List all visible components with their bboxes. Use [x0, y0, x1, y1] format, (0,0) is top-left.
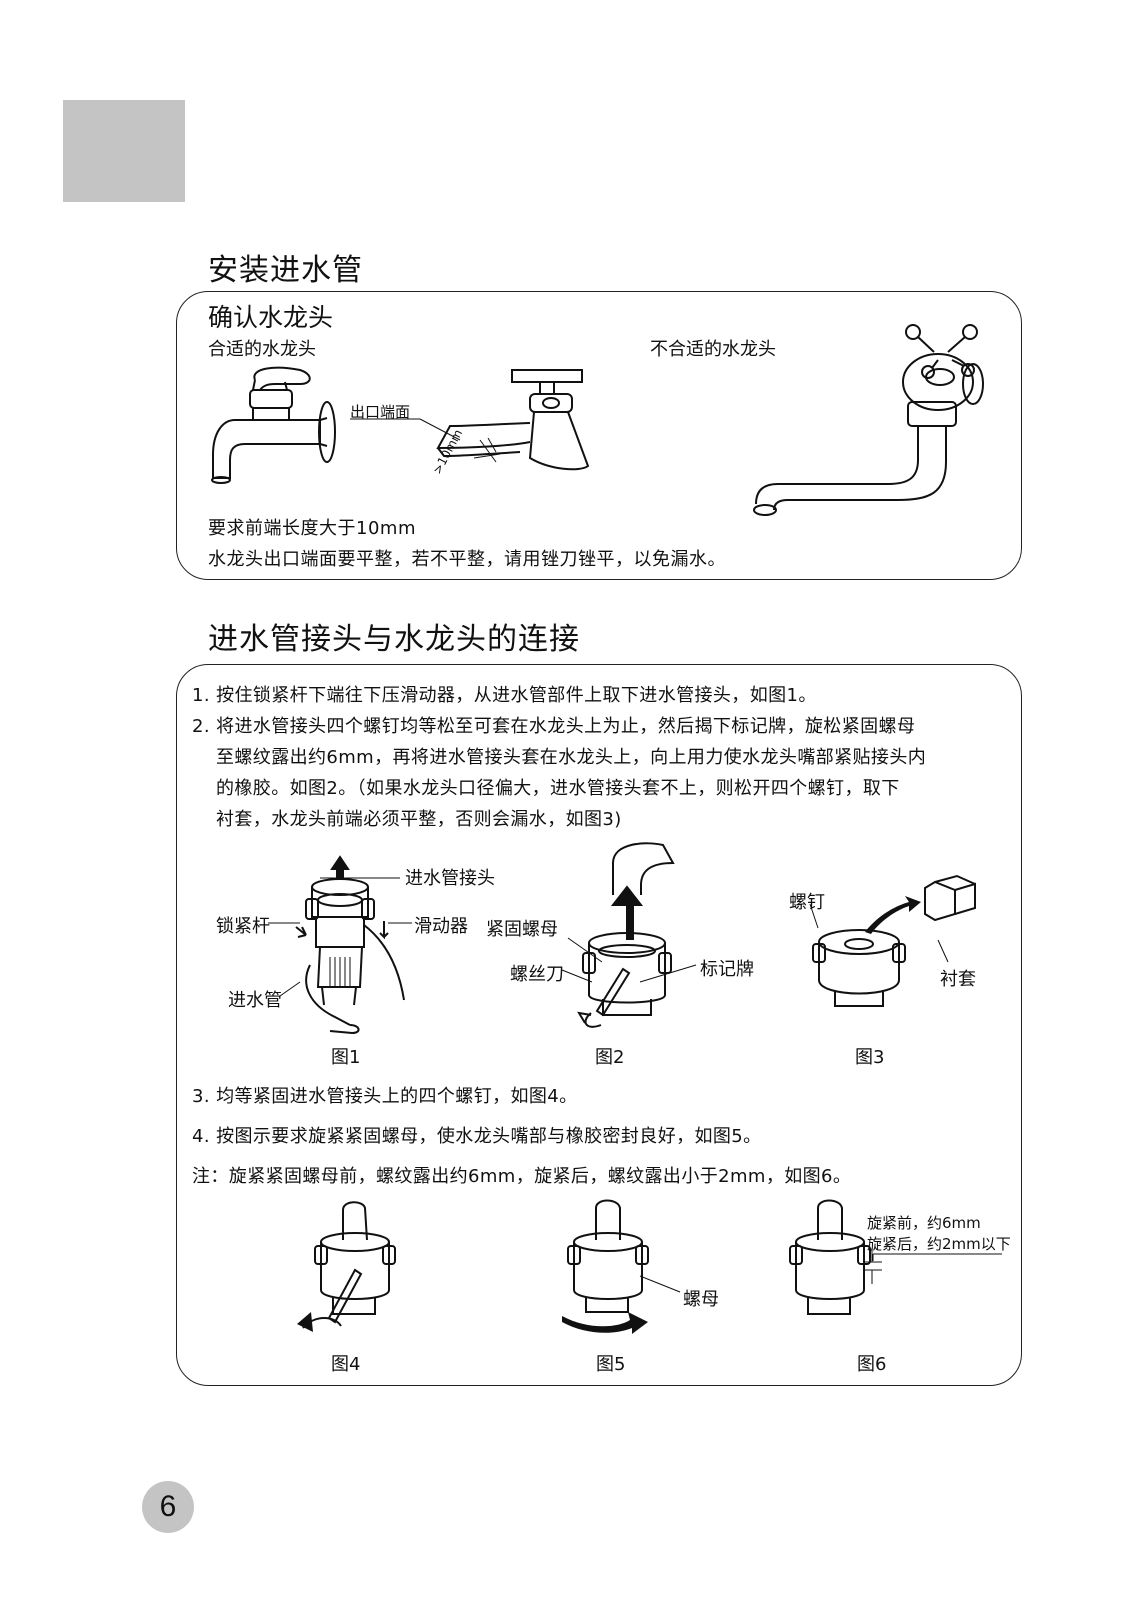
fig6-label-before: 旋紧前，约6mm	[867, 1213, 1011, 1234]
faucet-check-subtitle: 确认水龙头	[208, 298, 333, 334]
step-2-text-cont-3: 衬套，水龙头前端必须平整，否则会漏水，如图3)	[192, 804, 926, 835]
fig2-label-tag: 标记牌	[700, 955, 754, 981]
requirement-flat-text: 水龙头出口端面要平整，若不平整，请用锉刀锉平，以免漏水。	[208, 545, 726, 571]
section-title-install-hose: 安装进水管	[208, 245, 363, 289]
fig6-caption: 图6	[857, 1350, 886, 1376]
step-4-text: 4. 按图示要求旋紧紧固螺母，使水龙头嘴部与橡胶密封良好，如图5。	[192, 1117, 851, 1157]
steps-3-4: 3. 均等紧固进水管接头上的四个螺钉，如图4。 4. 按图示要求旋紧紧固螺母，使…	[192, 1077, 851, 1197]
fig1-caption: 图1	[331, 1043, 360, 1069]
requirement-length-text: 要求前端长度大于10mm	[208, 514, 416, 540]
fig1-label-connector: 进水管接头	[405, 864, 495, 890]
fig1-label-inlet-hose: 进水管	[228, 986, 282, 1012]
fig2-label-nut: 紧固螺母	[486, 915, 558, 941]
steps-1-2: 1. 按住锁紧杆下端往下压滑动器，从进水管部件上取下进水管接头，如图1。 2. …	[192, 680, 926, 835]
fig3-label-screw: 螺钉	[789, 888, 825, 914]
suitable-faucet-1-illustration	[205, 360, 345, 500]
fig6-label-after: 旋紧后，约2mm以下	[867, 1234, 1011, 1255]
section-title-connection: 进水管接头与水龙头的连接	[208, 614, 580, 658]
chapter-tab	[63, 100, 185, 202]
fig3-caption: 图3	[855, 1043, 884, 1069]
step-3-text: 3. 均等紧固进水管接头上的四个螺钉，如图4。	[192, 1077, 851, 1117]
fig6-labels: 旋紧前，约6mm 旋紧后，约2mm以下	[867, 1213, 1011, 1255]
fig5-label-nut: 螺母	[683, 1285, 719, 1311]
note-text: 注：旋紧紧固螺母前，螺纹露出约6mm，旋紧后，螺纹露出小于2mm，如图6。	[192, 1157, 851, 1197]
fig4-illustration	[295, 1200, 415, 1340]
step-2-text-cont-1: 至螺纹露出约6mm，再将进水管接头套在水龙头上，向上用力使水龙头嘴部紧贴接头内	[192, 742, 926, 773]
page-number: 6	[142, 1481, 194, 1533]
step-2-text-cont-2: 的橡胶。如图2。（如果水龙头口径偏大，进水管接头套不上，则松开四个螺钉，取下	[192, 773, 926, 804]
fig2-caption: 图2	[595, 1043, 624, 1069]
fig5-caption: 图5	[596, 1350, 625, 1376]
fig1-label-lock-lever: 锁紧杆	[216, 912, 270, 938]
suitable-faucet-label: 合适的水龙头	[208, 335, 316, 361]
fig3-label-bushing: 衬套	[940, 965, 976, 991]
fig2-label-screwdriver: 螺丝刀	[510, 960, 564, 986]
step-2-text: 2. 将进水管接头四个螺钉均等松至可套在水龙头上为止，然后揭下标记牌，旋松紧固螺…	[192, 711, 926, 742]
fig1-label-slider: 滑动器	[414, 912, 468, 938]
step-1-text: 1. 按住锁紧杆下端往下压滑动器，从进水管部件上取下进水管接头，如图1。	[192, 680, 926, 711]
unsuitable-faucet-illustration	[738, 322, 988, 522]
fig4-caption: 图4	[331, 1350, 360, 1376]
